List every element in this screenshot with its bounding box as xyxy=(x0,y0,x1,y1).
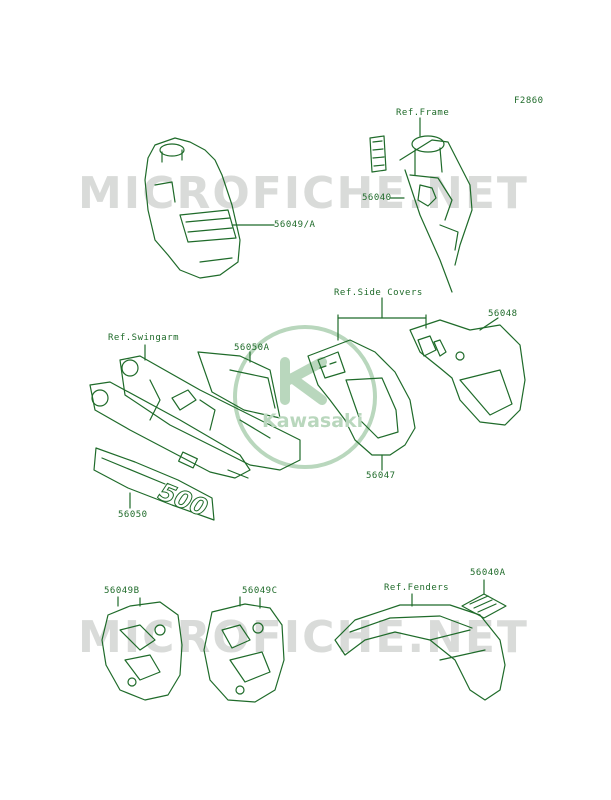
watermark-top: MICROFICHE.NET xyxy=(78,168,529,219)
swingarm-drawing xyxy=(89,355,301,479)
kawasaki-logo-icon xyxy=(233,325,377,469)
part-56049B-label: 56049B xyxy=(104,586,140,596)
fender-drawing xyxy=(334,604,506,701)
part-56047-label: 56047 xyxy=(366,471,396,481)
ref-side-covers-label: Ref.Side Covers xyxy=(334,288,423,298)
decal-56049B-drawing xyxy=(101,601,183,701)
decal-56050A-drawing xyxy=(197,351,281,419)
decal-56040-drawing xyxy=(369,135,387,173)
kawasaki-logo-text: Kawasaki xyxy=(262,410,364,432)
part-56040A-label: 56040A xyxy=(470,568,506,578)
ref-frame-label: Ref.Frame xyxy=(396,108,450,118)
part-56050-label: 56050 xyxy=(118,510,148,520)
decal-56040A-drawing xyxy=(461,593,507,619)
part-56049A-label: 56049/A xyxy=(274,220,316,230)
part-56049C-label: 56049C xyxy=(242,586,278,596)
ref-swingarm-label: Ref.Swingarm xyxy=(108,333,180,343)
decal-56050-drawing xyxy=(93,447,215,521)
fuel-tank-drawing xyxy=(144,137,241,279)
part-56050A-label: 56050A xyxy=(234,343,270,353)
side-cover-left-drawing xyxy=(307,339,416,456)
part-56040-label: 56040 xyxy=(362,193,392,203)
side-cover-right-drawing xyxy=(409,319,526,426)
ref-fenders-label: Ref.Fenders xyxy=(384,583,450,593)
figure-code: F2860 xyxy=(514,96,544,106)
frame-drawing xyxy=(399,135,473,293)
part-56048-label: 56048 xyxy=(488,309,518,319)
decal-56049C-drawing xyxy=(203,603,285,703)
